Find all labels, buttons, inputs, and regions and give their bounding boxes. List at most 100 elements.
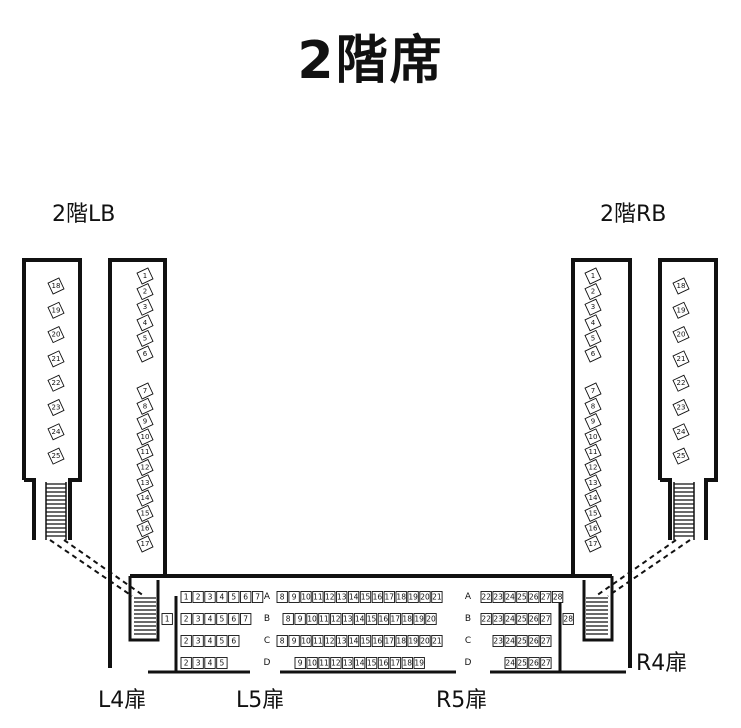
- seat-lb-inner: 6: [136, 345, 154, 363]
- seat-box: [300, 635, 312, 647]
- seat-number: 7: [255, 593, 260, 602]
- seat-number: 14: [589, 494, 598, 502]
- seat-box: [47, 398, 65, 417]
- seat-number: 23: [493, 593, 503, 602]
- seat-box: [584, 298, 602, 316]
- seat-number: 24: [505, 593, 515, 602]
- seat-box: [413, 613, 425, 625]
- seat-box: [204, 591, 216, 603]
- seat-box: [288, 635, 300, 647]
- seat-box: [395, 591, 407, 603]
- seat-number: 17: [391, 659, 401, 668]
- seat-box: [192, 635, 204, 647]
- seat-box: [192, 591, 204, 603]
- seat-lb-inner: 17: [136, 535, 154, 553]
- seat-box: [584, 535, 602, 553]
- seat-number: 8: [591, 402, 595, 410]
- seat-box: [136, 314, 154, 332]
- seat-number: 11: [589, 448, 598, 456]
- seat-box: [492, 635, 504, 647]
- seat-number: 2: [184, 615, 189, 624]
- seat-number: 4: [208, 615, 213, 624]
- seat-number: 7: [591, 387, 595, 395]
- seat-box: [516, 613, 528, 625]
- seat-box: [425, 613, 437, 625]
- seat-box: [528, 635, 540, 647]
- seat-rb-outer: 18: [672, 277, 690, 295]
- seat-number: 26: [529, 593, 539, 602]
- seat-rb-inner: 16: [584, 520, 602, 538]
- seat-number: 19: [677, 306, 686, 314]
- seat-number: 15: [367, 615, 377, 624]
- seat-number: 19: [414, 615, 424, 624]
- seat-number: 10: [141, 433, 150, 441]
- seat-lb-inner: 7: [136, 382, 154, 400]
- seat-lb-inner: 8: [136, 397, 154, 415]
- seat-box: [136, 397, 154, 415]
- seat-rb-outer: 19: [672, 301, 690, 319]
- seat-lb-inner: 12: [136, 458, 154, 477]
- seat-box: [276, 591, 288, 603]
- seat-box: [294, 613, 306, 625]
- seat-number: 4: [208, 659, 213, 668]
- seat-box: [336, 591, 348, 603]
- seat-number: 12: [331, 615, 341, 624]
- seat-number: 2: [184, 659, 189, 668]
- seat-number: 23: [493, 615, 503, 624]
- seat-box: [377, 613, 390, 625]
- seat-box: [228, 613, 240, 625]
- seat-number: 1: [165, 615, 170, 624]
- seat-number: 2: [591, 288, 595, 296]
- seat-box: [672, 374, 690, 392]
- seat-box: [251, 591, 264, 603]
- seat-box: [312, 635, 324, 647]
- seat-number: 16: [141, 525, 150, 533]
- seat-rb-inner: 10: [584, 428, 602, 446]
- seat-box: [354, 657, 366, 669]
- seat-number: 25: [517, 637, 527, 646]
- seat-number: 10: [307, 659, 317, 668]
- seat-box: [584, 428, 602, 446]
- seat-number: 8: [286, 615, 291, 624]
- seat-box: [401, 657, 413, 669]
- seat-lb-inner: 11: [136, 443, 154, 461]
- seat-number: 1: [184, 593, 189, 602]
- seat-number: 6: [591, 350, 596, 358]
- seat-box: [540, 591, 552, 603]
- seat-box: [672, 301, 690, 319]
- seat-number: 27: [541, 615, 551, 624]
- label-l5-door: L5扉: [236, 688, 285, 713]
- seat-number: 9: [298, 659, 303, 668]
- seat-box: [228, 591, 240, 603]
- seat-box: [516, 591, 528, 603]
- seat-number: 3: [591, 303, 595, 311]
- seat-box: [584, 458, 602, 477]
- seat-box: [584, 397, 602, 415]
- seat-rb-inner: 13: [584, 474, 602, 492]
- seat-number: 24: [677, 428, 686, 436]
- label-r5-door: R5扉: [436, 688, 488, 713]
- seat-number: 4: [143, 319, 148, 327]
- seat-number: 17: [391, 615, 401, 624]
- seat-box: [136, 474, 154, 492]
- seat-box: [180, 591, 192, 603]
- seat-box: [136, 535, 154, 553]
- seat-number: 14: [141, 494, 150, 502]
- row-label-right: A: [465, 592, 472, 602]
- seat-number: 18: [403, 659, 413, 668]
- seat-rb-outer: 21: [672, 350, 690, 368]
- seat-rb-inner: 3: [584, 298, 602, 316]
- seat-lb-inner: 3: [136, 298, 154, 316]
- seat-number: 26: [529, 615, 539, 624]
- seat-box: [306, 657, 318, 669]
- seat-number: 20: [420, 637, 430, 646]
- seat-lb-outer: 19: [47, 301, 65, 319]
- seat-box: [216, 635, 228, 647]
- seat-box: [47, 423, 65, 441]
- seat-box: [389, 657, 402, 669]
- row-label-right: B: [465, 614, 471, 624]
- seat-box: [584, 314, 602, 332]
- seat-number: 3: [196, 637, 201, 646]
